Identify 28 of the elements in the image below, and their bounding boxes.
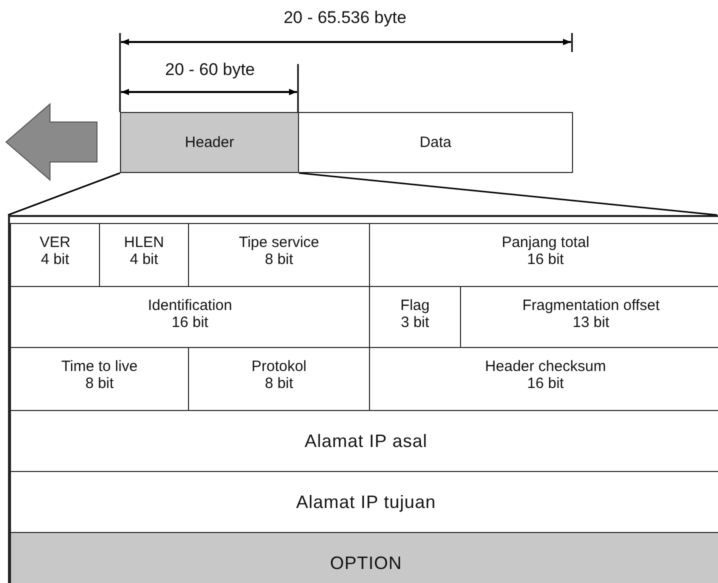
field-size: 8 bit <box>264 251 294 268</box>
field-size: 3 bit <box>400 314 430 331</box>
field-name: HLEN <box>124 234 164 251</box>
field-name: Fragmentation offset <box>522 297 660 314</box>
option-field: OPTION <box>10 532 718 583</box>
dimension-label: 20 - 60 byte <box>165 60 255 80</box>
header-segment: Header <box>120 112 299 173</box>
field-size: 16 bit <box>527 375 564 392</box>
data-segment: Data <box>298 112 573 173</box>
field-size: 8 bit <box>85 375 114 392</box>
field-size: 4 bit <box>40 251 70 268</box>
field-size: 8 bit <box>264 375 294 392</box>
dimension-label: 20 - 65.536 byte <box>284 8 406 28</box>
field-name: Identification <box>148 297 232 314</box>
field-name: Header checksum <box>485 358 606 375</box>
field-size: 16 bit <box>172 314 208 331</box>
field-name: Protokol <box>251 358 307 375</box>
field-name: Flag <box>400 297 430 314</box>
zoom-line <box>7 172 718 216</box>
field-name: Panjang total <box>502 234 590 251</box>
field-name: VER <box>40 234 70 251</box>
field-size: 16 bit <box>527 251 564 268</box>
field-name: Time to live <box>61 358 138 375</box>
field-name: Tipe service <box>238 234 320 251</box>
field-size: 4 bit <box>130 251 158 268</box>
header-table <box>8 215 718 583</box>
field-size: 13 bit <box>572 314 610 331</box>
header-field <box>10 223 100 287</box>
